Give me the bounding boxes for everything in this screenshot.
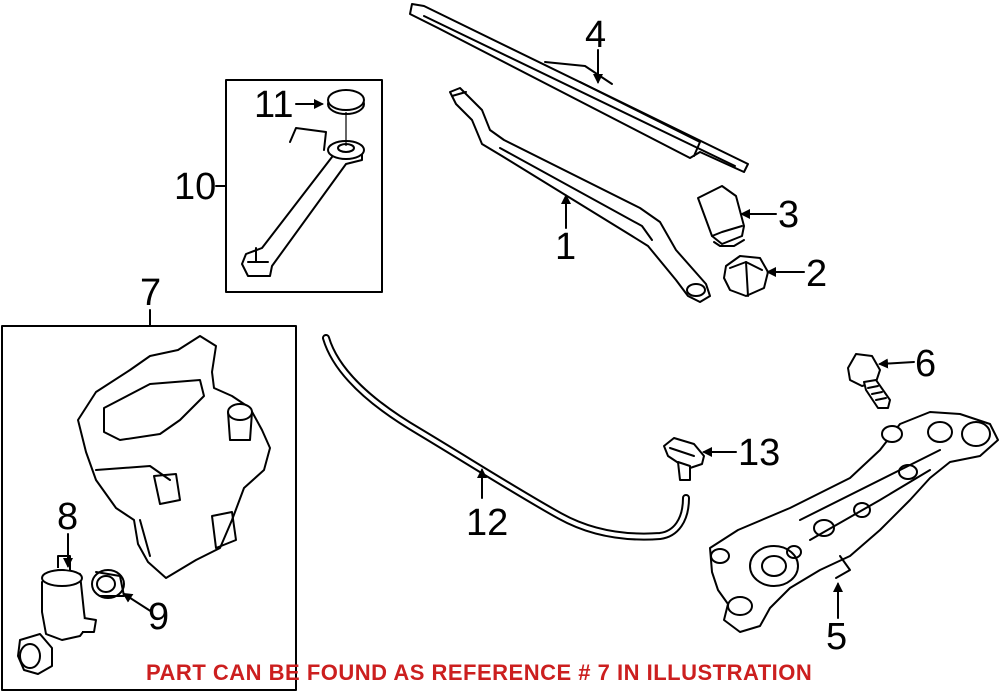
callout-3: 3 — [778, 194, 800, 236]
reference-note: PART CAN BE FOUND AS REFERENCE # 7 IN IL… — [146, 660, 813, 685]
callout-7: 7 — [140, 272, 162, 314]
pump-grommet-part — [91, 569, 125, 599]
washer-hose-part — [322, 334, 690, 541]
arm-nut-part — [723, 255, 769, 297]
wiper-blade-part — [409, 3, 749, 173]
callout-11: 11 — [254, 84, 294, 126]
callout-1: 1 — [555, 226, 577, 268]
bolt-part — [847, 353, 891, 409]
callout-2: 2 — [806, 253, 828, 295]
washer-reservoir-part — [77, 335, 271, 579]
callout-5: 5 — [826, 616, 848, 658]
callout-10: 10 — [174, 166, 217, 208]
callout-4: 4 — [585, 14, 607, 56]
wiper-motor-linkage-part — [709, 411, 999, 633]
callout-8: 8 — [57, 496, 79, 538]
callout-9: 9 — [148, 596, 170, 638]
callout-6: 6 — [915, 343, 937, 385]
wiper-arm-part — [449, 87, 711, 303]
arm-cap-part — [697, 185, 745, 247]
washer-pump-part — [17, 555, 97, 675]
washer-nozzle-part — [663, 437, 705, 481]
cap-washer-part — [327, 89, 365, 146]
callout-12: 12 — [466, 502, 509, 544]
callout-9-leader — [122, 592, 153, 613]
callout-13: 13 — [738, 432, 781, 474]
callout-6-leader — [878, 358, 915, 369]
rear-arm-part — [241, 127, 365, 277]
